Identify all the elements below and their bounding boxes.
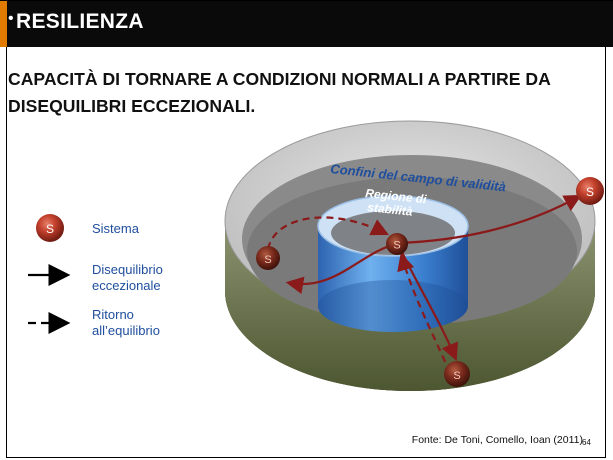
stability-cylinder-base [318, 280, 468, 332]
svg-text:S: S [453, 370, 460, 382]
svg-text:S: S [264, 254, 271, 266]
title-bar [0, 1, 613, 47]
slide-title: RESILIENZA [16, 10, 144, 33]
svg-text:S: S [46, 222, 54, 236]
legend-system-label: Sistema [92, 221, 139, 236]
system-node-left: S [256, 246, 280, 270]
return-arrow-left [266, 216, 389, 250]
system-node-bottom: S [444, 361, 470, 387]
title-accent-strip [0, 1, 7, 47]
bottom-border [6, 457, 606, 458]
legend-return-label: Ritorno all’equilibrio [92, 307, 160, 338]
stability-cylinder-well [331, 211, 455, 255]
disequilibrium-arrow-left [285, 242, 397, 294]
slide-heading: CAPACITÀ DI TORNARE A CONDIZIONI NORMALI… [8, 69, 551, 116]
stability-region-label-line2: stabilità [367, 200, 414, 219]
system-node-center: S [386, 233, 408, 255]
left-border [6, 47, 7, 458]
disequilibrium-arrow-right [397, 194, 582, 245]
right-border [605, 47, 606, 458]
return-arrow-down [397, 252, 452, 374]
svg-text:S: S [586, 185, 594, 199]
system-node-right: S [576, 177, 604, 205]
legend-disequilibrium-label: Disequilibrio eccezionale [92, 262, 163, 293]
source-citation: Fonte: De Toni, Comello, Ioan (2011) [411, 434, 583, 446]
page-number: 64 [582, 438, 591, 447]
title-bullet: • [8, 10, 14, 27]
svg-text:S: S [393, 240, 400, 252]
legend-system-symbol: S [36, 214, 64, 242]
stability-region-label-line1: Regione di [365, 186, 428, 206]
